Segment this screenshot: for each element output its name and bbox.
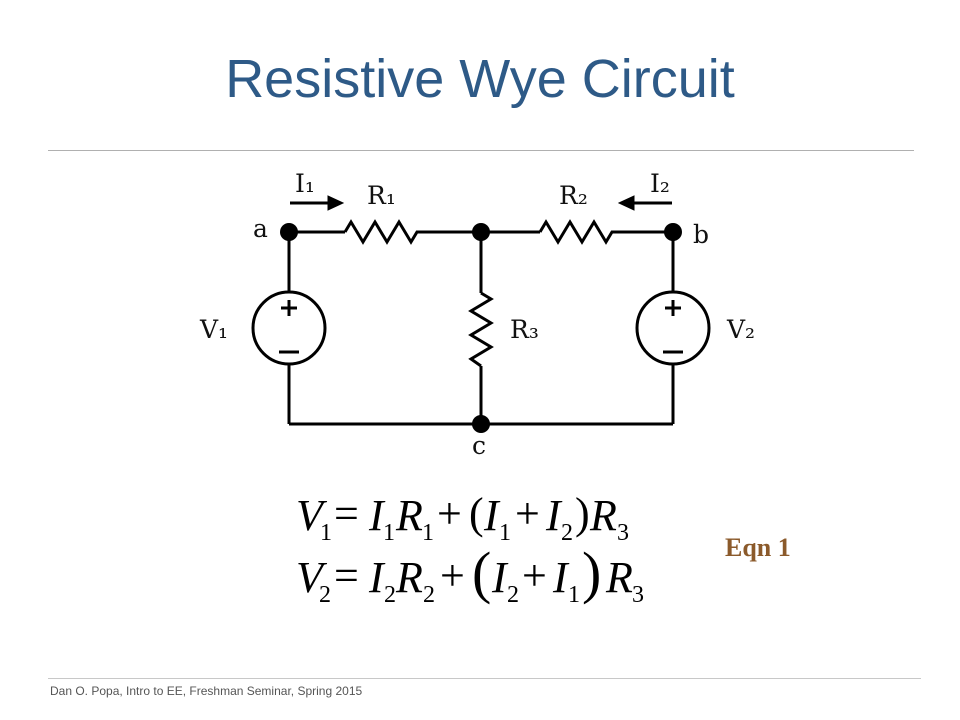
eq1-t3: R bbox=[589, 491, 617, 540]
current-arrow-i2-head bbox=[617, 195, 635, 211]
eq1-plus-2: + bbox=[515, 489, 540, 538]
eq2-lhs-sub: 2 bbox=[319, 582, 331, 608]
resistor-r2 bbox=[538, 219, 614, 245]
node-label-b: b bbox=[693, 220, 709, 249]
voltage-source-v1 bbox=[251, 290, 327, 366]
resistor-r3 bbox=[468, 291, 494, 368]
eq2-t2a-sub: 2 bbox=[507, 582, 519, 608]
eq1-lhs: V bbox=[296, 491, 328, 540]
resistor-label-r3: R₃ bbox=[510, 315, 539, 344]
footer-text: Dan O. Popa, Intro to EE, Freshman Semin… bbox=[50, 684, 363, 698]
resistor-label-r1: R₁ bbox=[367, 181, 396, 210]
slide-title: Resistive Wye Circuit bbox=[225, 49, 735, 109]
eq1-t2b-sub: 2 bbox=[561, 520, 573, 546]
eq1-t2a-sub: 1 bbox=[499, 520, 511, 546]
eq1-t2a: I bbox=[483, 491, 501, 540]
node-label-c: c bbox=[472, 431, 486, 460]
eq1-lparen: ( bbox=[469, 489, 484, 538]
resistor-r1 bbox=[343, 219, 420, 245]
equation-2: V 2 = I 2 R 2 + ( I 2 + I 1 ) R 3 bbox=[296, 540, 644, 608]
equation-label: Eqn 1 bbox=[725, 533, 791, 562]
eq2-equals: = bbox=[334, 551, 359, 600]
eq1-rparen: ) bbox=[575, 489, 590, 538]
eq2-t2a: I bbox=[491, 553, 509, 602]
eq1-t1a: I bbox=[368, 491, 386, 540]
current-arrow-i1-head bbox=[327, 195, 345, 211]
eq2-plus-1: + bbox=[440, 551, 465, 600]
eq2-lhs: V bbox=[296, 553, 328, 602]
node-c bbox=[472, 415, 490, 433]
eq2-t1a: I bbox=[368, 553, 386, 602]
eq2-t3: R bbox=[605, 553, 633, 602]
node-a bbox=[280, 223, 298, 241]
eq2-t1b-sub: 2 bbox=[423, 582, 435, 608]
voltage-source-v2 bbox=[635, 290, 711, 366]
eq1-t1b: R bbox=[395, 491, 423, 540]
footer-divider bbox=[48, 678, 921, 679]
source-label-v1: V₁ bbox=[199, 315, 228, 344]
eq1-t3-sub: 3 bbox=[617, 520, 629, 546]
current-label-i1: I₁ bbox=[295, 169, 315, 198]
node-b bbox=[664, 223, 682, 241]
eq1-t1b-sub: 1 bbox=[422, 520, 434, 546]
eq2-t3-sub: 3 bbox=[632, 582, 644, 608]
eq2-t1a-sub: 2 bbox=[384, 582, 396, 608]
eq1-equals: = bbox=[334, 489, 359, 538]
eq1-t1a-sub: 1 bbox=[383, 520, 395, 546]
source-label-v2: V₂ bbox=[726, 315, 755, 344]
eq2-lparen: ( bbox=[472, 540, 491, 605]
eq2-t2b-sub: 1 bbox=[568, 582, 580, 608]
node-label-a: a bbox=[253, 214, 268, 243]
current-label-i2: I₂ bbox=[650, 169, 670, 198]
title-divider bbox=[48, 150, 914, 151]
equation-1: V 1 = I 1 R 1 + ( I 1 + I 2 ) R 3 bbox=[296, 489, 629, 546]
eq2-t1b: R bbox=[395, 553, 423, 602]
eq1-t2b: I bbox=[545, 491, 563, 540]
eq1-lhs-sub: 1 bbox=[320, 520, 332, 546]
eq2-plus-2: + bbox=[522, 551, 547, 600]
eq1-plus-1: + bbox=[437, 489, 462, 538]
eq2-t2b: I bbox=[552, 553, 570, 602]
resistor-label-r2: R₂ bbox=[559, 181, 588, 210]
node-mid bbox=[472, 223, 490, 241]
eq2-rparen: ) bbox=[582, 540, 601, 605]
